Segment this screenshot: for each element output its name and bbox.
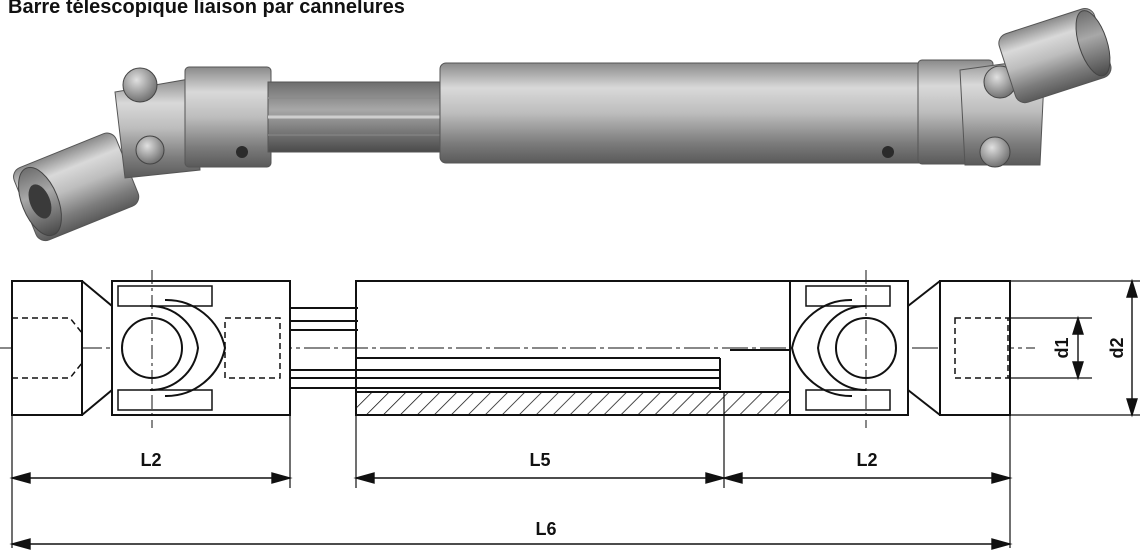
section-drawing — [0, 270, 1140, 548]
dimension-lines — [9, 278, 1138, 550]
dim-label-d2: d2 — [1107, 337, 1127, 358]
dim-label-d1: d1 — [1052, 337, 1072, 358]
telescopic-shaft-photo — [13, 8, 1112, 242]
dim-label-l6: L6 — [535, 519, 556, 539]
page-title: Barre télescopique liaison par cannelure… — [8, 0, 405, 18]
dim-label-l2-right: L2 — [856, 450, 877, 470]
dim-label-l5: L5 — [529, 450, 550, 470]
left-hub — [13, 132, 140, 242]
dim-label-l2-left: L2 — [140, 450, 161, 470]
